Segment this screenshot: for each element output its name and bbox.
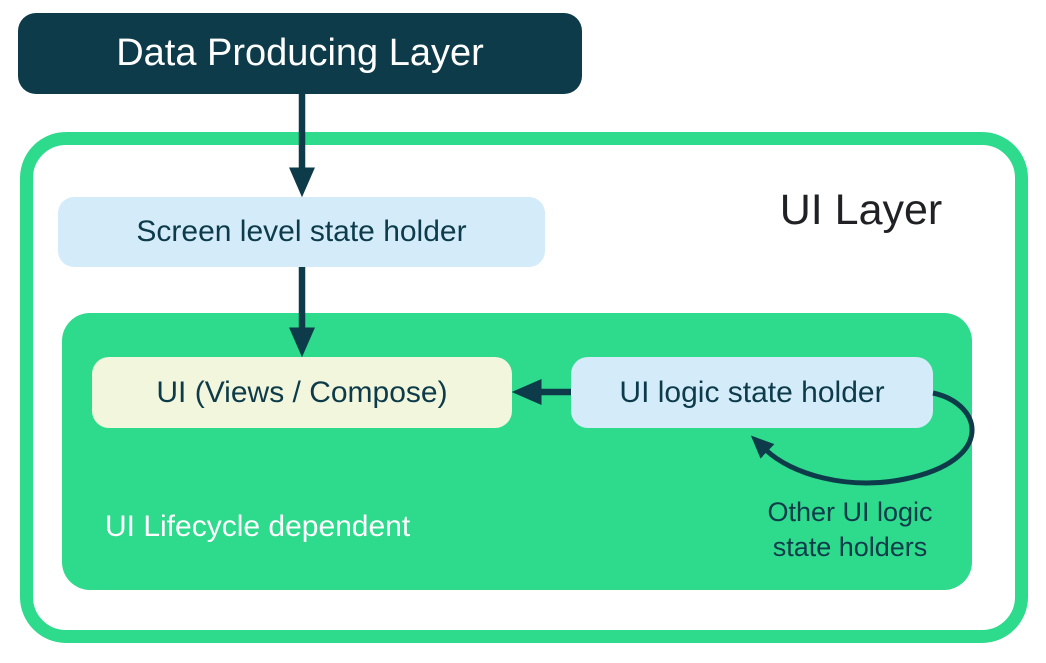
ui-views-compose-box: UI (Views / Compose) — [92, 357, 512, 428]
ui-lifecycle-dependent-caption: UI Lifecycle dependent — [105, 510, 411, 543]
ui-logic-state-holder-label: UI logic state holder — [619, 375, 885, 409]
data-producing-layer-label: Data Producing Layer — [116, 32, 484, 74]
other-note-line2: state holders — [772, 532, 928, 562]
screen-level-state-holder-box: Screen level state holder — [58, 197, 545, 267]
ui-layer-title: UI Layer — [779, 186, 943, 234]
ui-views-compose-label: UI (Views / Compose) — [156, 375, 448, 409]
other-note-line1: Other UI logic — [767, 497, 933, 527]
other-ui-logic-state-holders-note: Other UI logic state holders — [738, 495, 962, 565]
screen-level-state-holder-label: Screen level state holder — [136, 215, 467, 248]
data-producing-layer-box: Data Producing Layer — [18, 13, 582, 94]
ui-logic-state-holder-box: UI logic state holder — [571, 357, 933, 428]
